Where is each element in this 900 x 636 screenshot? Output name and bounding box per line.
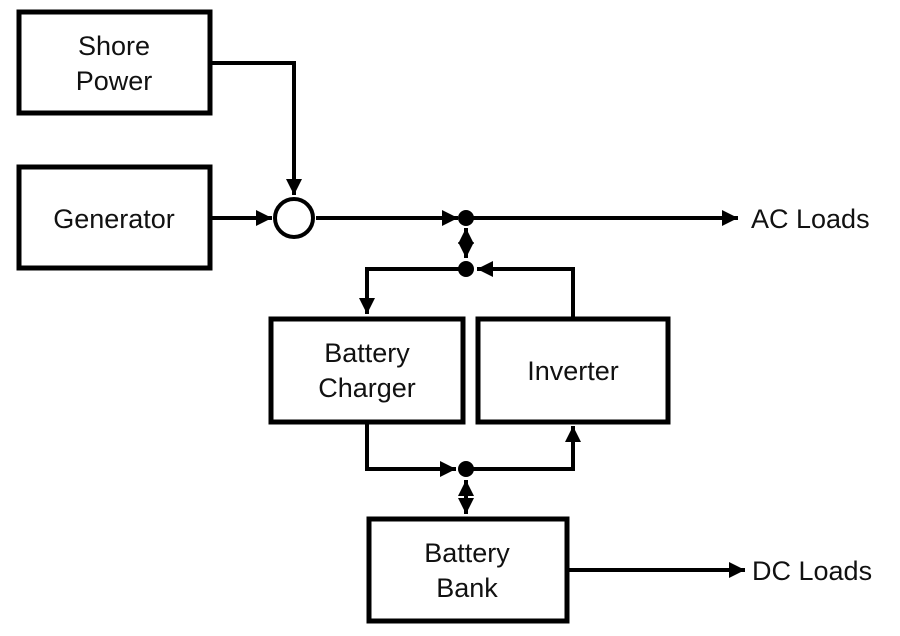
inverter-label: Inverter (527, 356, 619, 386)
dc-loads-label: DC Loads (752, 556, 872, 586)
battery-charger-block: Battery Charger (268, 316, 466, 425)
generator-block: Generator (16, 164, 213, 271)
ac-branch-node (458, 261, 474, 277)
battery-charger-label-line1: Battery (324, 338, 410, 368)
battery-bank-label-line1: Battery (424, 538, 510, 568)
ac-bus-node (458, 210, 474, 226)
battery-charger-label-line2: Charger (318, 373, 416, 403)
charger-to-dcbus-wire (365, 422, 456, 477)
acbranch-to-charger-wire (359, 267, 466, 314)
shore-power-label-line2: Power (76, 66, 153, 96)
ac-loads-label: AC Loads (751, 204, 870, 234)
battery-bank-block: Battery Bank (366, 516, 570, 624)
dc-bus-node (458, 461, 474, 477)
source-combiner-node (273, 197, 315, 239)
shore-power-label-line1: Shore (78, 31, 150, 61)
shore-to-combiner-wire (210, 61, 302, 195)
battery-bank-label-line2: Bank (436, 573, 498, 603)
generator-label: Generator (53, 204, 175, 234)
shore-power-block: Shore Power (16, 9, 213, 116)
inverter-to-acbranch-wire (477, 261, 575, 318)
inverter-block: Inverter (475, 316, 671, 425)
dcbus-to-inverter-wire (466, 426, 581, 471)
